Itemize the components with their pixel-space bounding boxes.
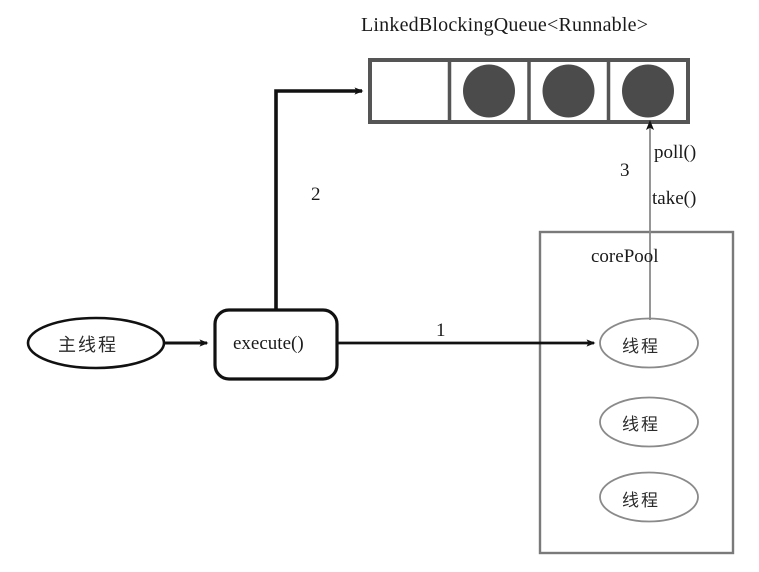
execute-label: execute() [233,333,304,354]
thread-label-2: 线程 [622,415,660,435]
thread-ellipse-3 [599,471,699,523]
edge-label-step1: 1 [436,320,446,341]
take-method-label: take() [652,188,697,209]
core-pool-label: corePool [591,246,659,267]
main-thread-ellipse [26,316,166,370]
edge-label-step3: 3 [620,160,630,181]
edge-step2-execute-to-queue [274,87,364,310]
thread-label-1: 线程 [622,337,660,357]
queue-title: LinkedBlockingQueue<Runnable> [361,14,649,36]
thread-ellipses [599,317,699,523]
main-thread-label: 主线程 [58,335,118,356]
thread-label-3: 线程 [622,491,660,511]
queue-task-circle-2 [542,64,595,118]
queue-task-circle-3 [622,64,674,118]
queue-container [368,58,690,124]
thread-ellipse-2 [599,396,699,448]
queue-task-circle-1 [463,64,515,118]
thread-ellipse-1 [599,317,699,369]
poll-method-label: poll() [654,142,697,163]
edge-label-step2: 2 [311,184,321,205]
